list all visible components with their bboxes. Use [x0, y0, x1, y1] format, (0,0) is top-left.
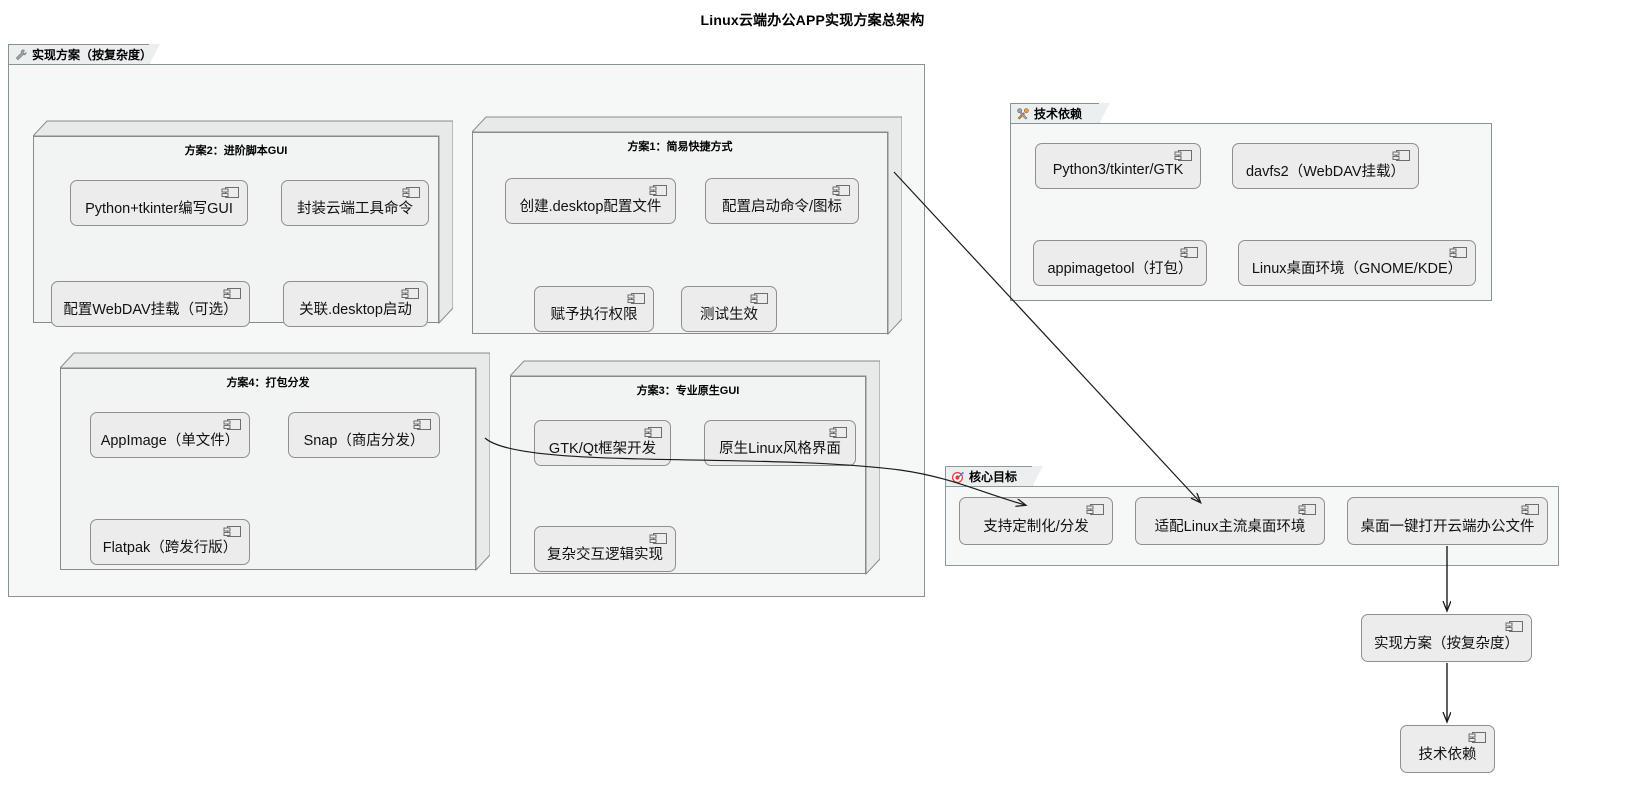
component-label: 技术依赖 — [1418, 746, 1477, 763]
component-python3-tkinter-gtk[interactable]: Python3/tkinter/GTK — [1035, 143, 1201, 189]
component-label: 创建.desktop配置文件 — [519, 198, 662, 215]
component-label: GTK/Qt框架开发 — [548, 440, 657, 457]
package-tech-dependencies-label: 技术依赖 — [1034, 107, 1083, 121]
component-gtk-qt-framework[interactable]: GTK/Qt框架开发 — [534, 420, 671, 466]
node-solution2[interactable]: 方案2：进阶脚本GUI Python+tkinter编写GUI 封装云端工具命令 — [33, 118, 453, 327]
package-solutions-label: 实现方案（按复杂度） — [32, 48, 153, 62]
target-icon — [951, 470, 965, 484]
component-label: Python+tkinter编写GUI — [85, 200, 233, 217]
diagram-title: Linux云端办公APP实现方案总架构 — [700, 12, 925, 28]
component-create-desktop-file[interactable]: 创建.desktop配置文件 — [505, 178, 676, 224]
package-core-goals-label: 核心目标 — [969, 470, 1018, 484]
component-label: 配置启动命令/图标 — [721, 198, 843, 215]
component-linux-desktop-env[interactable]: Linux桌面环境（GNOME/KDE） — [1238, 240, 1476, 286]
node-solution2-title: 方案2：进阶脚本GUI — [184, 145, 288, 157]
component-wrap-cloud-cmd[interactable]: 封装云端工具命令 — [281, 180, 429, 226]
component-adapt-linux-desktop[interactable]: 适配Linux主流桌面环境 — [1135, 497, 1325, 545]
component-test-effective[interactable]: 测试生效 — [681, 286, 777, 332]
component-appimage[interactable]: AppImage（单文件） — [90, 412, 250, 458]
component-label: 封装云端工具命令 — [297, 200, 413, 217]
component-appimagetool[interactable]: appimagetool（打包） — [1033, 240, 1207, 286]
component-label: Python3/tkinter/GTK — [1052, 162, 1184, 178]
component-label: AppImage（单文件） — [100, 432, 240, 449]
component-label: 实现方案（按复杂度） — [1374, 635, 1519, 652]
node-solution4[interactable]: 方案4：打包分发 AppImage（单文件） Snap（商店分发） — [60, 350, 490, 572]
component-label: Snap（商店分发） — [303, 432, 425, 449]
component-label: davfs2（WebDAV挂载） — [1245, 163, 1405, 180]
component-config-launch-cmd-icon[interactable]: 配置启动命令/图标 — [705, 178, 859, 224]
component-label: Linux桌面环境（GNOME/KDE） — [1251, 260, 1463, 277]
component-label: 配置WebDAV挂载（可选） — [63, 301, 238, 318]
component-flatpak[interactable]: Flatpak（跨发行版） — [90, 519, 250, 565]
package-solutions-tab: 实现方案（按复杂度） — [8, 44, 160, 65]
component-label: 桌面一键打开云端办公文件 — [1360, 518, 1535, 535]
package-tech-dependencies-tab: 技术依赖 — [1010, 103, 1110, 124]
node-solution4-title: 方案4：打包分发 — [226, 377, 310, 389]
component-label: appimagetool（打包） — [1047, 260, 1193, 277]
component-label: 测试生效 — [700, 306, 758, 323]
component-label: Flatpak（跨发行版） — [102, 539, 238, 556]
uml-component-icon — [1086, 504, 1104, 515]
component-label: 原生Linux风格界面 — [719, 440, 841, 457]
component-complex-interaction-logic[interactable]: 复杂交互逻辑实现 — [534, 526, 676, 572]
node-solution3[interactable]: 方案3：专业原生GUI GTK/Qt框架开发 原生Linux风格界面 — [510, 358, 880, 576]
uml-component-icon — [1174, 150, 1192, 161]
component-python-tkinter-gui[interactable]: Python+tkinter编写GUI — [70, 180, 248, 226]
node-solution1-title: 方案1：简易快捷方式 — [627, 141, 733, 153]
component-implementation-solutions[interactable]: 实现方案（按复杂度） — [1361, 614, 1532, 662]
component-open-cloud-office-file[interactable]: 桌面一键打开云端办公文件 — [1347, 497, 1548, 545]
component-snap[interactable]: Snap（商店分发） — [288, 412, 440, 458]
component-label: 适配Linux主流桌面环境 — [1154, 518, 1306, 535]
node-solution3-title: 方案3：专业原生GUI — [636, 385, 740, 397]
package-core-goals[interactable]: 核心目标 支持定制化/分发 适配Linux主流桌面环境 — [945, 466, 1559, 566]
component-label: 支持定制化/分发 — [983, 518, 1089, 535]
package-core-goals-tab: 核心目标 — [945, 466, 1043, 487]
component-webdav-mount[interactable]: 配置WebDAV挂载（可选） — [51, 281, 250, 327]
component-label: 复杂交互逻辑实现 — [547, 546, 663, 563]
wrench-icon — [14, 48, 28, 62]
component-support-customization-distribution[interactable]: 支持定制化/分发 — [959, 497, 1113, 545]
component-davfs2[interactable]: davfs2（WebDAV挂载） — [1232, 143, 1419, 189]
component-grant-exec-permission[interactable]: 赋予执行权限 — [534, 286, 654, 332]
node-solution1[interactable]: 方案1：简易快捷方式 创建.desktop配置文件 配置启动命令/图标 — [472, 114, 902, 336]
component-assoc-desktop-launch[interactable]: 关联.desktop启动 — [283, 281, 428, 327]
tools-icon — [1016, 107, 1030, 121]
component-tech-dependencies[interactable]: 技术依赖 — [1400, 725, 1495, 773]
component-label: 赋予执行权限 — [550, 306, 638, 323]
package-solutions[interactable]: 实现方案（按复杂度） 方案2：进阶脚本GUI Python+tkinter编写G… — [8, 44, 925, 597]
component-label: 关联.desktop启动 — [299, 301, 412, 318]
package-tech-dependencies[interactable]: 技术依赖 Python3/tkinter/GTK davfs2（WebDAV挂载… — [1010, 103, 1492, 301]
component-native-linux-ui[interactable]: 原生Linux风格界面 — [704, 420, 856, 466]
